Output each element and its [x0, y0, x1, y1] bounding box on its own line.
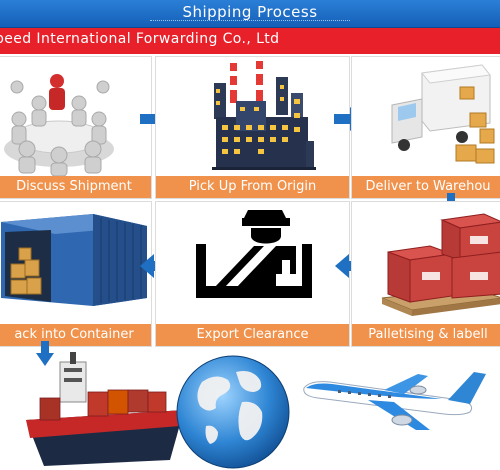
step-discuss-shipment: Discuss Shipment: [0, 56, 152, 199]
delivery-truck-icon: [391, 64, 495, 164]
step-label: Export Clearance: [156, 324, 349, 346]
step-deliver-to-warehouse: Deliver to Warehou: [351, 56, 500, 199]
step-palletising-labelling: Palletising & labell: [351, 201, 500, 347]
step-label: Deliver to Warehou: [352, 176, 500, 198]
step-export-clearance: Export Clearance: [155, 201, 350, 347]
step-label: Discuss Shipment: [0, 176, 151, 198]
company-banner: gspeed International Forwarding Co., Ltd: [0, 28, 500, 54]
factory-icon: [212, 61, 316, 170]
customs-officer-icon: [196, 210, 312, 298]
arrow-left-icon: [335, 254, 365, 278]
meeting-people-icon: [4, 74, 114, 176]
step-label: Pick Up From Origin: [156, 176, 349, 198]
globe-icon: [176, 355, 290, 469]
header-subtitle-line: [150, 20, 350, 23]
step-label: Palletising & labell: [352, 324, 500, 346]
page-title: Shipping Process: [182, 3, 318, 21]
airplane-icon: [303, 372, 486, 430]
step-pick-up-from-origin: Pick Up From Origin: [155, 56, 350, 199]
shipping-container-icon: [1, 214, 147, 306]
step-pack-into-container: ack into Container: [0, 201, 152, 347]
pallet-boxes-icon: [381, 213, 500, 316]
arrow-down-icon: [36, 341, 54, 366]
header-bar: Shipping Process: [0, 0, 500, 28]
company-name: gspeed International Forwarding Co., Ltd: [0, 31, 280, 47]
cargo-ship-icon: [26, 352, 184, 466]
step-label: ack into Container: [0, 324, 151, 346]
